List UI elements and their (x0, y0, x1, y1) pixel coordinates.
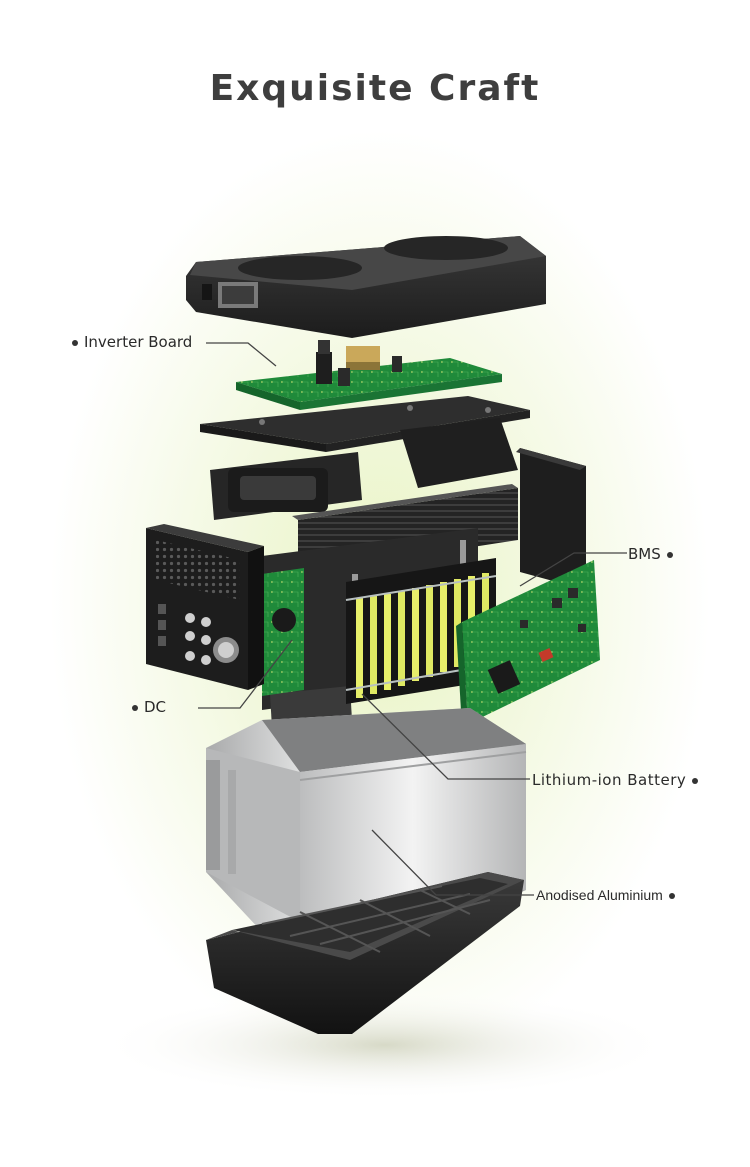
leader-dc (198, 639, 293, 709)
bms-board (456, 560, 600, 728)
bullet-dot (692, 777, 699, 784)
inverter-board-pcb (236, 340, 502, 410)
leader-battery (361, 693, 530, 780)
bullet-dot (132, 704, 138, 711)
upper-bracket (210, 418, 586, 590)
bullet-dot (72, 339, 78, 346)
label-lithium-battery-text: Lithium-ion Battery (532, 771, 687, 789)
dc-pcb (262, 568, 304, 696)
base-housing (206, 872, 524, 1034)
label-dc-text: DC (144, 698, 167, 716)
bullet-dot (668, 893, 675, 900)
top-lid (186, 236, 546, 338)
leader-bms (519, 552, 627, 587)
label-inverter-board-text: Inverter Board (84, 333, 193, 351)
ground-shadow (95, 990, 675, 1100)
label-bms-text: BMS (628, 545, 661, 563)
leader-aluminium (371, 829, 534, 896)
front-panel (146, 524, 264, 690)
label-dc: DC (126, 698, 166, 716)
label-inverter-board: Inverter Board (66, 333, 192, 351)
leader-lines (198, 342, 627, 896)
leader-inverter (206, 342, 277, 367)
label-bms: BMS (628, 545, 679, 563)
bullet-dot (666, 551, 673, 558)
label-anodised-aluminium-text: Anodised Aluminium (536, 887, 663, 903)
label-anodised-aluminium: Anodised Aluminium (536, 887, 681, 903)
label-lithium-battery: Lithium-ion Battery (532, 771, 704, 789)
page-title: Exquisite Craft (209, 68, 541, 109)
